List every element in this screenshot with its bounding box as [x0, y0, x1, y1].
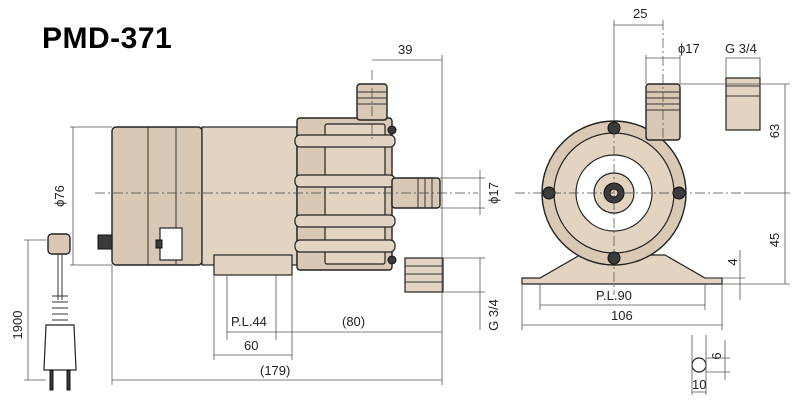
power-cord: 1900: [10, 233, 77, 391]
dim-1900: 1900: [10, 311, 25, 340]
model-title: PMD-371: [42, 22, 173, 55]
dim-25: 25: [633, 6, 647, 21]
dim-63: 63: [767, 124, 782, 138]
cord-connector-end: [47, 233, 71, 255]
dim-dia76: ϕ76: [52, 185, 67, 207]
dim-pl90: P.L.90: [596, 288, 632, 303]
dim-10: 10: [692, 377, 706, 392]
dim-g34: G 3/4: [486, 299, 501, 331]
dim-60: 60: [244, 338, 258, 353]
dim-80: (80): [342, 314, 365, 329]
dim-pl44: P.L.44: [231, 314, 267, 329]
front-thread: [725, 77, 761, 131]
dim-4: 4: [725, 258, 740, 265]
dim-front-g34: G 3/4: [725, 41, 757, 56]
front-view: 25 ϕ17 G 3/4 63 45 4 P.L.90 106 6 10: [515, 6, 790, 395]
motor-housing: [201, 126, 298, 266]
dim-6: 6: [709, 352, 724, 359]
cable-connector: [97, 234, 113, 250]
plug-body: [43, 324, 77, 371]
dim-39: 39: [398, 42, 412, 57]
dim-106: 106: [611, 308, 633, 323]
outlet-thread: [404, 257, 444, 293]
dim-dia17: ϕ17: [486, 182, 501, 204]
dim-45: 45: [767, 233, 782, 247]
dim-front-dia17: ϕ17: [678, 41, 700, 56]
mount-slot: [691, 357, 707, 373]
dim-179: (179): [260, 363, 290, 378]
motor-label-box: [159, 227, 183, 261]
side-view: 39 ϕ76 ϕ17 G 3/4 P.L.44 (80) 60 (179): [52, 42, 501, 385]
base-foot: [213, 254, 293, 276]
